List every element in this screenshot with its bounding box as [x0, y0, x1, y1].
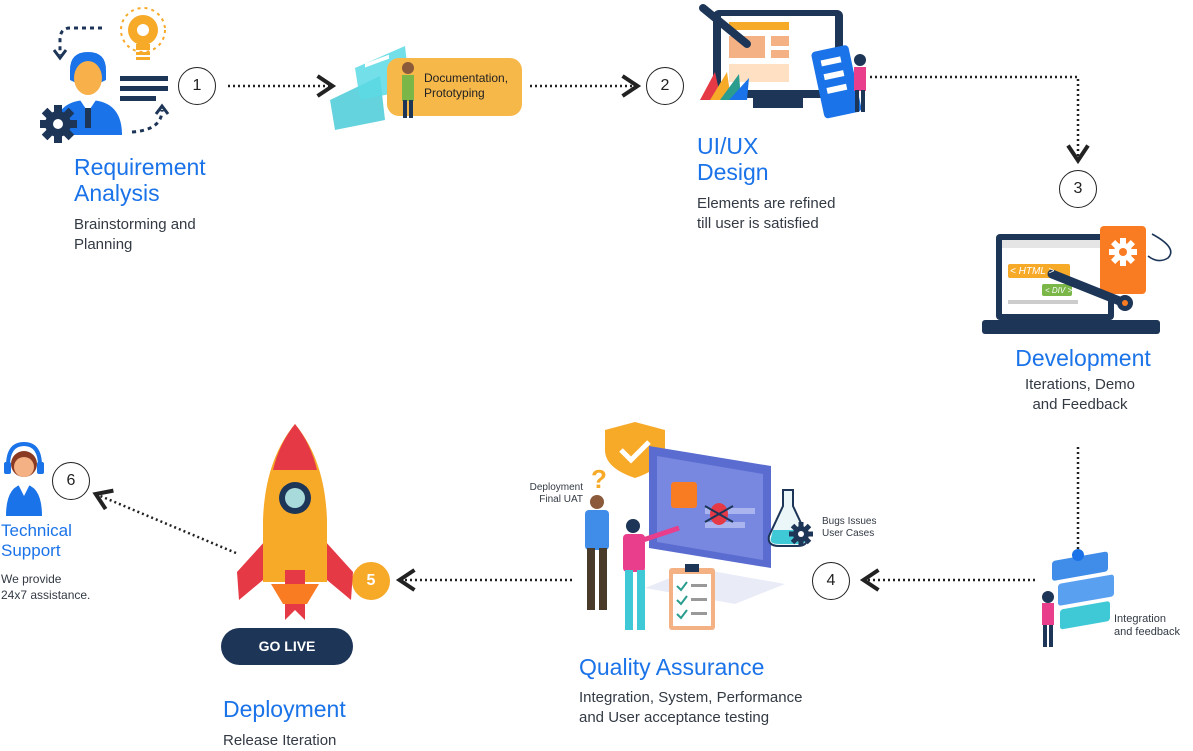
- title-line-1: UI/UX: [697, 133, 759, 159]
- question-mark-icon: ?: [591, 464, 607, 494]
- headset-agent-icon: [4, 441, 44, 516]
- gear-icon: [40, 105, 77, 143]
- lightbulb-icon: [120, 7, 166, 60]
- step-desc-deployment: Release Iteration: [223, 732, 337, 749]
- desc-line-2: 24x7 assistance.: [1, 588, 91, 602]
- svg-text:?: ?: [591, 464, 607, 494]
- mobile-screen-icon: [811, 45, 862, 119]
- title-line-2: Analysis: [74, 180, 160, 206]
- deployment-uat-label: Deployment Final UAT: [515, 482, 583, 506]
- step-number-6: 6: [52, 462, 90, 500]
- desc-line-1: We provide: [1, 572, 62, 586]
- step-number-2: 2: [646, 67, 684, 105]
- pencil-icon: [699, 4, 751, 48]
- step-title-deployment: Deployment: [223, 696, 346, 722]
- step-title-technical-support: Technical Support: [1, 521, 72, 561]
- step-desc-requirement-analysis: Brainstorming and Planning: [74, 215, 196, 255]
- integration-illustration: [1042, 549, 1114, 647]
- documentation-bubble: [387, 58, 522, 116]
- deployment-uat-line-2: Final UAT: [539, 494, 583, 505]
- go-live-badge: GO LIVE: [221, 628, 353, 665]
- title-line-2: Support: [1, 541, 61, 560]
- integration-line-2: and feedback: [1114, 626, 1181, 638]
- support-agent-illustration: [4, 441, 44, 516]
- deployment-uat-line-1: Deployment: [529, 482, 583, 493]
- step-title-requirement-analysis: Requirement Analysis: [74, 154, 206, 206]
- step-desc-technical-support: We provide 24x7 assistance.: [1, 571, 90, 603]
- bugs-line-2: User Cases: [822, 528, 875, 539]
- document-lines-icon: [120, 76, 168, 101]
- step-desc-quality-assurance: Integration, System, Performance and Use…: [579, 688, 802, 728]
- documentation-label: Documentation, Prototyping: [424, 71, 508, 101]
- rocket-icon: [237, 424, 353, 620]
- step-title-uiux-design: UI/UX Design: [697, 133, 769, 185]
- person-woman-icon: [623, 519, 680, 630]
- step-number-3: 3: [1059, 170, 1097, 208]
- gear-icon: [789, 522, 813, 546]
- documentation-line-2: Prototyping: [424, 86, 485, 100]
- integration-line-1: Integration: [1114, 613, 1166, 625]
- desc-line-1: Brainstorming and: [74, 216, 196, 233]
- desc-line-2: Planning: [74, 236, 133, 253]
- desc-line-2: and User acceptance testing: [579, 709, 770, 726]
- step-desc-uiux-design: Elements are refined till user is satisf…: [697, 194, 835, 234]
- documentation-line-1: Documentation,: [424, 71, 509, 85]
- step-title-quality-assurance: Quality Assurance: [579, 654, 765, 680]
- step-number-4: 4: [812, 562, 850, 600]
- documentation-illustration: [330, 42, 522, 130]
- connector-2-3: [870, 75, 1090, 165]
- rocket-illustration: [237, 424, 353, 620]
- step-title-development: Development: [1015, 345, 1151, 371]
- title-line-1: Requirement: [74, 154, 206, 180]
- step-desc-development: Iterations, Demo and Feedback: [1000, 375, 1160, 415]
- person-icon: [402, 62, 414, 118]
- gear-icon: [1109, 238, 1137, 266]
- step-number-5: 5: [352, 562, 390, 600]
- monitor-icon: [713, 10, 843, 108]
- development-illustration: [982, 226, 1172, 334]
- title-line-2: Design: [697, 159, 769, 185]
- person-icon: [854, 54, 866, 112]
- desc-line-1: Integration, System, Performance: [579, 689, 803, 706]
- requirement-analysis-illustration: [40, 7, 170, 143]
- laptop-icon: [982, 234, 1160, 334]
- bugs-line-1: Bugs Issues: [822, 516, 877, 527]
- html-tag-label: < HTML >: [1010, 266, 1055, 277]
- checklist-icon: [669, 564, 715, 630]
- title-line-1: Technical: [1, 521, 72, 540]
- step-number-1: 1: [178, 67, 216, 105]
- uiux-design-illustration: [699, 4, 866, 119]
- div-tag-label: < DIV >: [1045, 286, 1073, 295]
- quality-assurance-illustration: ?: [585, 422, 813, 630]
- settings-panel-icon: [1100, 226, 1146, 294]
- desc-line-1: Iterations, Demo: [1024, 376, 1136, 393]
- desc-line-2: till user is satisfied: [697, 215, 819, 232]
- person-man-icon: [585, 495, 609, 610]
- integration-label: Integration and feedback: [1114, 613, 1180, 639]
- desc-line-2: and Feedback: [1032, 396, 1128, 413]
- color-palette-icon: [700, 72, 749, 100]
- desc-line-1: Elements are refined: [697, 195, 836, 212]
- stacked-screens-icon: [1052, 549, 1114, 630]
- person-icon: [1042, 591, 1054, 647]
- wrench-icon: [1047, 269, 1133, 311]
- bug-icon: [704, 503, 734, 525]
- connector-5-6: [92, 488, 237, 555]
- bugs-label: Bugs Issues User Cases: [822, 516, 876, 540]
